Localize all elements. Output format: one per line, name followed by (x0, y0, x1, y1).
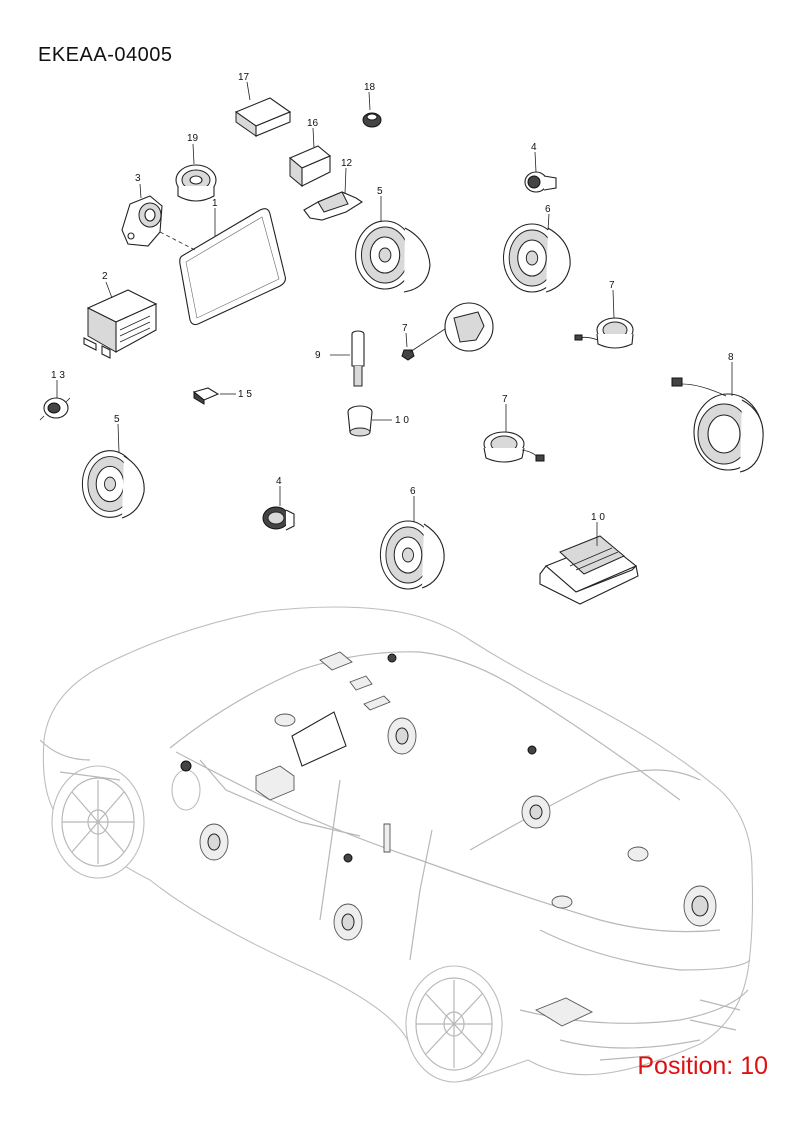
callout-6-upper: 6 (545, 204, 551, 215)
callout-4-lower: 4 (276, 476, 282, 487)
part-14-control-unit[interactable]: 16 (288, 118, 332, 188)
part-5-speaker-upper[interactable]: 5 (355, 186, 431, 293)
part-10-control-module[interactable]: 1 0 (539, 512, 639, 605)
callout-7-upper: 7 (609, 280, 615, 291)
callout-8: 8 (728, 352, 734, 363)
part-2-amplifier[interactable]: 2 (83, 271, 158, 359)
part-12-base-connector[interactable]: 1 0 (347, 405, 409, 437)
part-6-speaker-lower[interactable]: 6 (379, 486, 445, 590)
callout-19: 19 (187, 133, 199, 144)
callout-9: 7 (402, 323, 408, 334)
part-9-nut[interactable]: 7 (401, 302, 494, 361)
position-label: Position: 10 (637, 1052, 768, 1080)
part-16-bracket-module[interactable]: 12 (303, 158, 364, 221)
callout-6-lower: 6 (410, 486, 416, 497)
installed-parts (180, 651, 717, 1027)
part-6-speaker-upper[interactable]: 6 (502, 204, 571, 293)
callout-13: 1 5 (238, 389, 252, 400)
part-11-cylinder[interactable]: 9 (315, 330, 365, 387)
part-19-speaker[interactable]: 19 (175, 133, 217, 202)
callout-16: 12 (341, 158, 353, 169)
callout-1: 1 (212, 198, 218, 209)
callout-18: 1 3 (51, 370, 65, 381)
part-7-speaker-lower[interactable]: 7 (483, 394, 545, 463)
diagram-title: EKEAA-04005 (38, 44, 173, 66)
callout-11: 9 (315, 350, 321, 361)
callout-2: 2 (102, 271, 108, 282)
part-13-clip[interactable]: 1 5 (192, 387, 252, 405)
part-4-tweeter-lower[interactable]: 4 (262, 476, 295, 531)
part-15-module[interactable]: 17 (234, 72, 292, 137)
vehicle-outline (39, 606, 754, 1083)
callout-5-upper: 5 (377, 186, 383, 197)
part-8-large-speaker[interactable]: 8 (671, 352, 764, 473)
callout-5-lower: 5 (114, 414, 120, 425)
part-1-display-screen[interactable]: 1 (159, 198, 286, 326)
callout-7-lower: 7 (502, 394, 508, 405)
callout-3: 3 (135, 173, 141, 184)
part-4-tweeter-upper[interactable]: 4 (524, 142, 557, 193)
part-17-clip[interactable]: 18 (362, 82, 382, 128)
callout-4-upper: 4 (531, 142, 537, 153)
callout-15: 17 (238, 72, 250, 83)
callout-14: 16 (307, 118, 319, 129)
callout-10: 1 0 (591, 512, 605, 523)
callout-12: 1 0 (395, 415, 409, 426)
part-18-tweeter[interactable]: 1 3 (39, 370, 71, 421)
part-7-speaker-upper[interactable]: 7 (574, 280, 634, 349)
callout-17: 18 (364, 82, 376, 93)
part-3-tweeter-bracket[interactable]: 3 (121, 173, 163, 247)
part-5-speaker-lower[interactable]: 5 (81, 414, 145, 519)
